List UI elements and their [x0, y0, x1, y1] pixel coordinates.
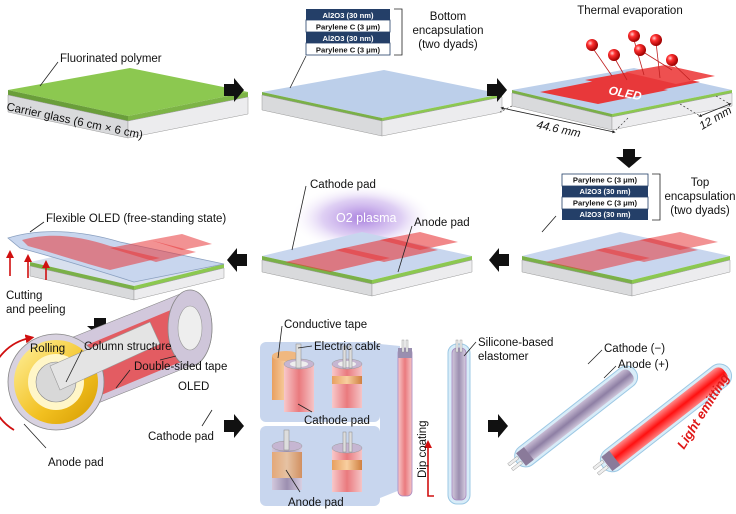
fluorinated-polymer-leader: [39, 61, 59, 87]
arrow-left-2: [227, 248, 247, 272]
flexible-oled-leader: [29, 221, 45, 233]
o2-plasma-label: O2 plasma: [336, 211, 396, 225]
top-stack-layer-3: Parylene C (3 μm): [573, 199, 638, 208]
bottom-encap-caption-2: encapsulation: [413, 25, 484, 37]
step5-substrate: [261, 232, 473, 297]
rolling-arrow: [0, 334, 35, 431]
conductive-tape-label: Conductive tape: [284, 319, 367, 331]
callout-wedge: [380, 344, 400, 498]
step2-substrate: [261, 70, 503, 137]
anode-pad-leader-step7: [23, 423, 47, 449]
evaporation-particles: [586, 30, 691, 81]
bottom-stack-layer-1: Al2O3 (30 nm): [322, 11, 374, 20]
step1-substrate: [7, 68, 249, 139]
anode-pad-leader: [397, 225, 413, 273]
double-sided-tape-label: Double-sided tape: [134, 361, 227, 373]
flexible-oled-title: Flexible OLED (free-standing state): [46, 213, 226, 225]
double-sided-tape-leader: [115, 369, 131, 389]
arrow-right-4: [488, 414, 508, 438]
final-tube-off: [507, 365, 639, 472]
assembly-panel-top: [260, 342, 380, 422]
thermal-evaporation-title: Thermal evaporation: [577, 5, 682, 17]
conductive-tape-leader: [277, 325, 283, 359]
top-encapsulation-stack: Parylene C (3 μm) Al2O3 (30 nm) Parylene…: [561, 173, 661, 221]
top-stack-layer-4: Al2O3 (30 nm): [579, 210, 631, 219]
cathode-pad-leader-step8: [297, 403, 313, 413]
bottom-encap-caption-1: Bottom: [430, 11, 466, 23]
top-encap-caption-2: encapsulation: [665, 191, 736, 203]
anode-pad-leader-step8: [285, 469, 301, 493]
step6-substrate: [7, 231, 225, 301]
bottom-encapsulation-stack: Al2O3 (30 nm) Parylene C (3 μm) Al2O3 (3…: [305, 8, 403, 56]
cathode-pad-leader: [291, 185, 307, 251]
oled-leader-step7: [159, 355, 177, 361]
bottom-stack-layer-4: Parylene C (3 μm): [316, 46, 381, 55]
rolling-label: Rolling: [30, 343, 65, 355]
top-encap-caption-1: Top: [691, 177, 710, 189]
step4-substrate: [521, 232, 731, 297]
tube-before-coating: [397, 339, 413, 497]
rolled-column: [7, 289, 213, 431]
elastomer-leader: [463, 341, 477, 357]
cathode-pad-label-step5: Cathode pad: [310, 179, 376, 191]
fluorinated-polymer-label: Fluorinated polymer: [60, 53, 162, 65]
column-structure-leader: [65, 349, 83, 383]
anode-label: Anode (+): [618, 359, 669, 371]
dimension-lines: [499, 95, 732, 134]
oled-label-step3: OLED: [607, 83, 643, 103]
anode-pad-label-step5: Anode pad: [414, 217, 470, 229]
electric-cable-label: Electric cable: [314, 341, 382, 353]
cathode-pad-label-step7: Cathode pad: [148, 431, 214, 443]
final-tube-on: [592, 363, 733, 476]
cathode-leader: [587, 349, 603, 365]
bottom-stack-layer-2: Parylene C (3 μm): [316, 23, 381, 32]
arrow-right-2: [487, 78, 507, 102]
cathode-pad-leader-step7: [201, 409, 213, 427]
arrow-down-1: [616, 149, 642, 168]
electric-cable-leader: [297, 345, 313, 349]
cathode-pad-label-step8: Cathode pad: [304, 415, 370, 427]
anode-leader: [603, 365, 617, 379]
top-stack-leader: [541, 215, 557, 233]
bottom-stack-leader: [289, 55, 307, 89]
arrow-left-1: [489, 248, 509, 272]
dimension-length: 44.6 mm: [535, 119, 582, 140]
arrow-right-3: [224, 414, 244, 438]
oled-label-step7: OLED: [178, 381, 209, 393]
anode-pad-label-step7: Anode pad: [48, 457, 104, 469]
anode-pad-label-step8: Anode pad: [288, 497, 344, 509]
top-stack-layer-2: Al2O3 (30 nm): [579, 187, 631, 196]
top-encap-caption-3: (two dyads): [670, 205, 730, 217]
column-structure-label: Column structure: [84, 341, 172, 353]
elastomer-label-1: Silicone-based: [478, 337, 553, 349]
elastomer-label-2: elastomer: [478, 351, 529, 363]
cutting-label-2: and peeling: [6, 304, 65, 316]
cutting-label-1: Cutting: [6, 290, 42, 302]
bottom-encap-caption-3: (two dyads): [418, 39, 478, 51]
assembly-panel-bottom: [260, 426, 380, 506]
bottom-stack-layer-3: Al2O3 (30 nm): [322, 34, 374, 43]
tube-after-coating: [447, 339, 471, 505]
dip-coating-arrow: [424, 440, 434, 497]
dip-coating-label: Dip coating: [417, 420, 429, 478]
cathode-label: Cathode (−): [604, 343, 665, 355]
o2-plasma-glow: [290, 184, 434, 252]
top-stack-layer-1: Parylene C (3 μm): [573, 176, 638, 185]
arrow-right-1: [224, 78, 244, 102]
